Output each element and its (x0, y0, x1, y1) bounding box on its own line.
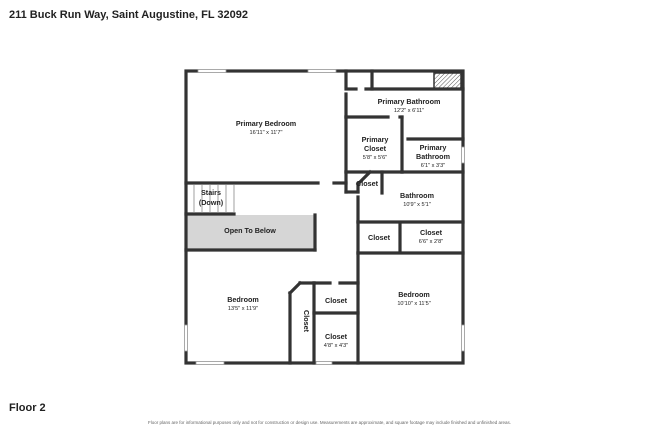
svg-text:Closet: Closet (325, 296, 348, 305)
room-stairs: Stairs (Down) (199, 188, 224, 207)
svg-text:13'5" x 11'9": 13'5" x 11'9" (228, 306, 258, 312)
svg-text:Primary: Primary (420, 143, 447, 152)
svg-text:6'1" x 3'3": 6'1" x 3'3" (421, 163, 445, 169)
room-closet-mid: Closet (368, 233, 391, 242)
svg-text:Closet: Closet (302, 310, 311, 333)
svg-text:Bedroom: Bedroom (227, 295, 259, 304)
room-bedroom-left: Bedroom 13'5" x 11'9" (227, 295, 259, 312)
svg-text:Primary Bathroom: Primary Bathroom (378, 97, 441, 106)
svg-text:Open To Below: Open To Below (224, 226, 276, 235)
room-primary-bathroom: Primary Bathroom 12'2" x 6'11" (378, 97, 441, 114)
svg-text:5'8" x 5'6": 5'8" x 5'6" (363, 155, 387, 161)
svg-text:Bathroom: Bathroom (416, 152, 450, 161)
svg-text:Closet: Closet (325, 332, 348, 341)
svg-text:Stairs: Stairs (201, 188, 221, 197)
room-closet-small: Closet (325, 296, 348, 305)
floor-label: Floor 2 (9, 402, 46, 414)
svg-text:Primary: Primary (362, 135, 389, 144)
room-hall-closet: Closet (356, 179, 379, 188)
room-open-to-below: Open To Below (224, 226, 276, 235)
open-to-below-area (187, 215, 315, 249)
property-address: 211 Buck Run Way, Saint Augustine, FL 32… (9, 9, 249, 21)
svg-text:Bedroom: Bedroom (398, 290, 430, 299)
svg-text:12'2" x 6'11": 12'2" x 6'11" (394, 108, 424, 114)
room-bedroom-right: Bedroom 10'10" x 11'5" (397, 290, 430, 307)
svg-text:6'6" x 2'8": 6'6" x 2'8" (419, 239, 443, 245)
disclaimer-text: Floor plans are for informational purpos… (148, 420, 511, 425)
svg-text:10'10" x 11'5": 10'10" x 11'5" (397, 301, 430, 307)
svg-text:Closet: Closet (356, 179, 379, 188)
room-primary-bathroom-small: Primary Bathroom 6'1" x 3'3" (416, 143, 450, 169)
svg-text:Closet: Closet (364, 144, 387, 153)
svg-text:Bathroom: Bathroom (400, 191, 434, 200)
svg-text:(Down): (Down) (199, 198, 224, 207)
room-closet-48: Closet 4'8" x 4'3" (324, 332, 348, 349)
svg-text:Primary Bedroom: Primary Bedroom (236, 119, 296, 128)
room-primary-bedroom: Primary Bedroom 16'11" x 11'7" (236, 119, 296, 136)
hatched-chase (433, 72, 462, 90)
room-closet-vertical: Closet (302, 310, 311, 333)
room-closet-66: Closet 6'6" x 2'8" (419, 228, 443, 245)
room-primary-closet: Primary Closet 5'8" x 5'6" (362, 135, 389, 161)
svg-text:Closet: Closet (368, 233, 391, 242)
windows (184, 69, 465, 365)
svg-text:16'11" x 11'7": 16'11" x 11'7" (250, 130, 283, 136)
svg-text:Closet: Closet (420, 228, 443, 237)
stair-treads (193, 185, 235, 213)
svg-text:10'9" x 5'1": 10'9" x 5'1" (403, 202, 431, 208)
room-bathroom: Bathroom 10'9" x 5'1" (400, 191, 434, 208)
svg-text:4'8" x 4'3": 4'8" x 4'3" (324, 343, 348, 349)
